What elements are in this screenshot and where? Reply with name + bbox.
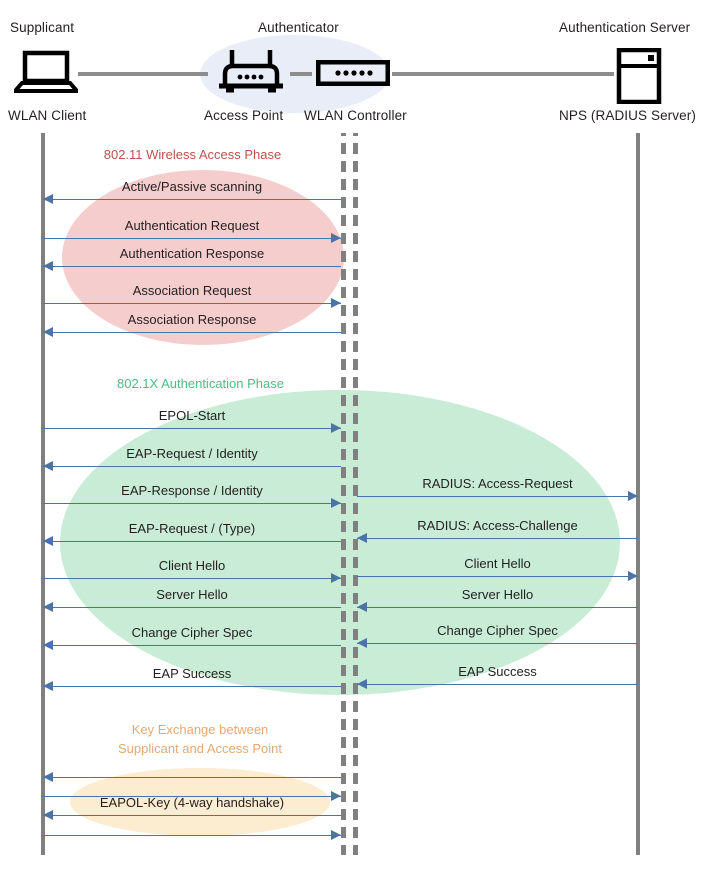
- message-line: [43, 645, 341, 646]
- message-label: EAP Success: [458, 664, 537, 679]
- message-line: [43, 541, 341, 542]
- message-line: [357, 496, 638, 497]
- message-line: [43, 578, 341, 579]
- message-label: Authentication Response: [119, 246, 265, 261]
- message-label: Active/Passive scanning: [121, 179, 263, 194]
- wire-client-to-ap: [78, 72, 208, 76]
- arrow-left-icon: [43, 639, 53, 650]
- arrow-left-icon: [357, 601, 367, 612]
- lifeline-supplicant: [41, 133, 45, 855]
- arrow-right-icon: [331, 297, 341, 308]
- message-label: Server Hello: [156, 587, 228, 602]
- arrow-right-icon: [331, 232, 341, 243]
- arrow-left-icon: [357, 678, 367, 689]
- arrow-left-icon: [43, 326, 53, 337]
- message-line: [357, 684, 638, 685]
- arrow-left-icon: [43, 601, 53, 612]
- message-line: [357, 576, 638, 577]
- message-line: [43, 503, 341, 504]
- message-label: EAP-Request / Identity: [126, 446, 258, 461]
- actor-role-supplicant: Supplicant: [10, 20, 75, 35]
- actor-role-authentication-server: Authentication Server: [559, 20, 691, 35]
- message-line: [43, 466, 341, 467]
- arrow-left-icon: [43, 460, 53, 471]
- message-line: [43, 686, 341, 687]
- message-label: EAP Success: [152, 666, 232, 681]
- phase-blob-dot1x-auth: [60, 390, 620, 695]
- arrow-right-icon: [628, 570, 638, 581]
- arrow-left-icon: [357, 637, 367, 648]
- message-label: EAPOL-Key (4-way handshake): [99, 795, 285, 810]
- arrow-left-icon: [43, 193, 53, 204]
- phase-blob-key-exchange: [70, 768, 330, 836]
- arrow-left-icon: [43, 771, 53, 782]
- message-label: Association Request: [132, 283, 252, 298]
- message-line: [43, 835, 341, 836]
- server-rack-icon: [616, 48, 662, 104]
- message-label: Server Hello: [461, 587, 534, 602]
- wire-controller-to-server: [392, 72, 614, 76]
- arrow-left-icon: [43, 535, 53, 546]
- phase-label-key-exchange-line2: Supplicant and Access Point: [117, 741, 283, 756]
- message-line: [43, 199, 341, 200]
- message-label: Change Cipher Spec: [437, 623, 558, 638]
- laptop-icon: [14, 50, 78, 94]
- wireless-router-icon: [214, 48, 288, 94]
- message-line: [43, 238, 341, 239]
- lifeline-access-point: [341, 133, 346, 855]
- message-line: [43, 777, 341, 778]
- wlan-controller-icon: [316, 60, 390, 86]
- arrow-right-icon: [331, 422, 341, 433]
- arrow-right-icon: [331, 572, 341, 583]
- arrow-right-icon: [331, 829, 341, 840]
- message-line: [43, 815, 341, 816]
- message-line: [43, 332, 341, 333]
- arrow-left-icon: [43, 680, 53, 691]
- actor-role-authenticator: Authenticator: [258, 20, 339, 35]
- arrow-right-icon: [628, 490, 638, 501]
- arrow-right-icon: [331, 790, 341, 801]
- message-label: Client Hello: [464, 556, 531, 571]
- arrow-left-icon: [43, 809, 53, 820]
- message-label: RADIUS: Access-Request: [422, 476, 573, 491]
- phase-label-dot1x-auth: 802.1X Authentication Phase: [117, 376, 284, 391]
- arrow-left-icon: [357, 532, 367, 543]
- message-line: [357, 607, 638, 608]
- actor-name-access-point: Access Point: [204, 108, 284, 123]
- message-label: EAP-Response / Identity: [121, 483, 263, 498]
- message-line: [43, 266, 341, 267]
- message-label: EAP-Request / (Type): [128, 521, 256, 536]
- message-label: RADIUS: Access-Challenge: [417, 518, 578, 533]
- actor-name-wlan-controller: WLAN Controller: [304, 108, 407, 123]
- message-label: Change Cipher Spec: [131, 625, 253, 640]
- phase-label-wireless-access: 802.11 Wireless Access Phase: [103, 147, 282, 162]
- phase-label-key-exchange-line1: Key Exchange between: [131, 722, 269, 737]
- arrow-left-icon: [43, 260, 53, 271]
- message-label: Association Response: [127, 312, 257, 327]
- message-label: Client Hello: [158, 558, 226, 573]
- message-line: [43, 607, 341, 608]
- message-label: EPOL-Start: [158, 408, 226, 423]
- lifeline-auth-server: [636, 133, 640, 855]
- message-line: [43, 796, 341, 797]
- actor-name-nps-radius-server: NPS (RADIUS Server): [559, 108, 696, 123]
- message-label: Authentication Request: [124, 218, 260, 233]
- arrow-right-icon: [331, 497, 341, 508]
- message-line: [43, 303, 341, 304]
- actor-name-wlan-client: WLAN Client: [8, 108, 87, 123]
- message-line: [43, 428, 341, 429]
- wire-ap-to-controller: [290, 72, 312, 76]
- message-line: [357, 538, 638, 539]
- lifeline-wlan-controller: [353, 133, 358, 855]
- message-line: [357, 643, 638, 644]
